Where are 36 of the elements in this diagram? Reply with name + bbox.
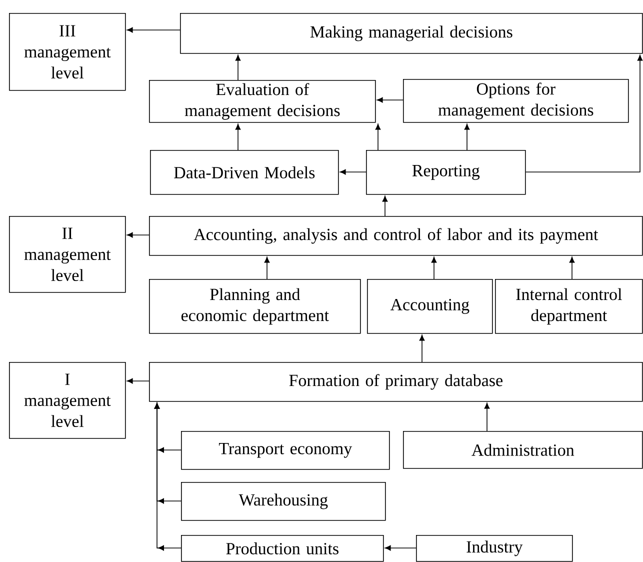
arrow: [384, 545, 416, 551]
level-box: III management level: [9, 13, 126, 91]
process-box: Transport economy: [181, 431, 390, 470]
process-box: Warehousing: [181, 482, 386, 521]
process-box: Accounting: [367, 279, 493, 334]
process-box: Accounting, analysis and control of labor and its payment: [149, 216, 643, 256]
process-box: Making managerial decisions: [180, 13, 643, 54]
process-box: Internal control department: [495, 279, 643, 334]
process-box: Options for management decisions: [403, 79, 629, 123]
process-box: Industry: [416, 535, 573, 562]
arrow: [382, 196, 388, 216]
arrow: [154, 402, 182, 551]
arrow: [126, 378, 150, 384]
process-box: Reporting: [366, 150, 526, 195]
process-box: Evaluation of management decisions: [149, 80, 376, 123]
arrow: [375, 124, 381, 150]
process-box: Data-Driven Models: [150, 150, 339, 195]
arrow: [126, 232, 150, 238]
arrow: [264, 256, 270, 280]
process-box: Administration: [403, 431, 643, 469]
process-box: Formation of primary database: [149, 362, 643, 402]
arrow: [376, 97, 404, 103]
arrow: [569, 256, 575, 280]
level-box: I management level: [9, 362, 126, 439]
arrow: [419, 334, 425, 362]
level-box: II management level: [9, 216, 126, 293]
arrow: [464, 124, 470, 150]
process-box: Production units: [181, 535, 384, 562]
process-box: Planning and economic department: [149, 279, 361, 334]
arrow: [235, 124, 241, 150]
arrow: [484, 402, 490, 432]
arrow: [126, 27, 180, 33]
arrow: [525, 54, 643, 172]
arrow: [340, 169, 366, 175]
arrow: [431, 256, 437, 280]
arrow: [235, 54, 241, 80]
